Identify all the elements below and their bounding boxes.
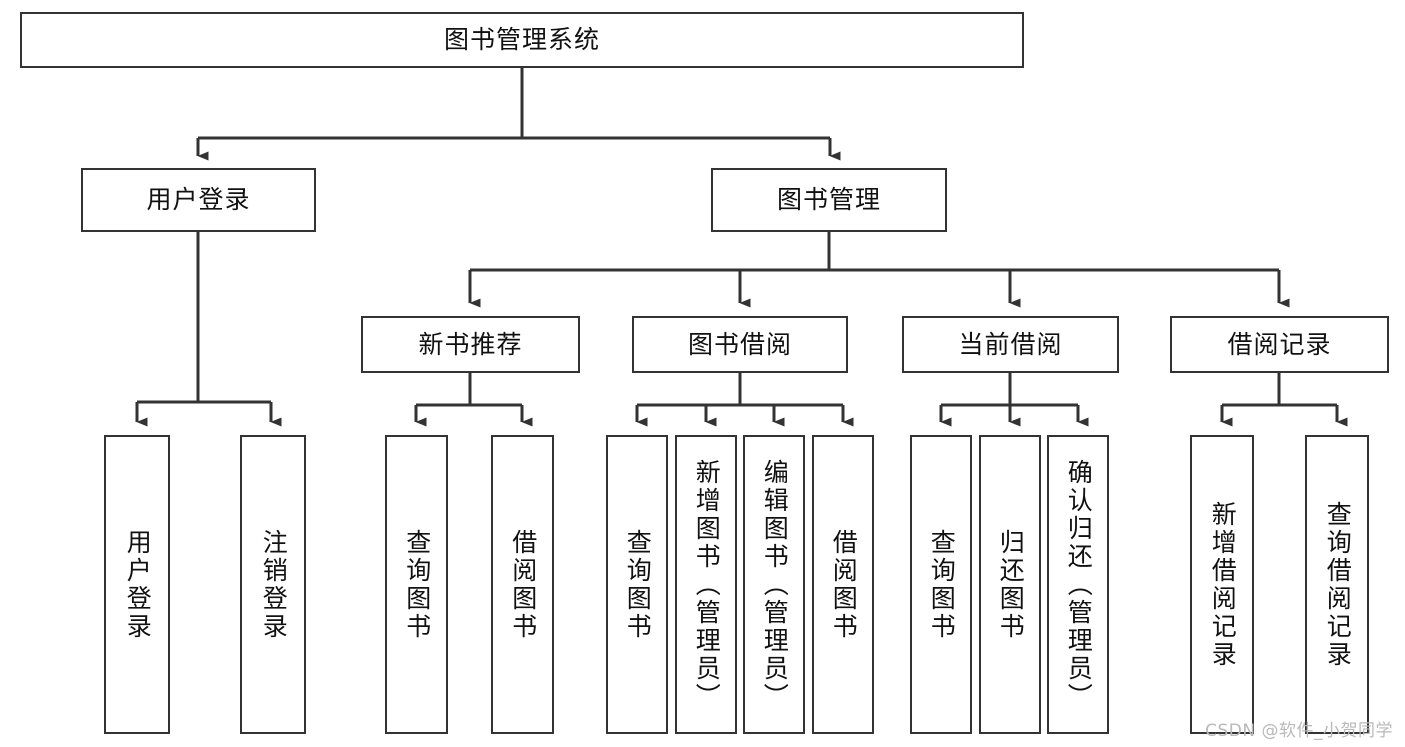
node-user-login-label: 用户登录 <box>146 185 251 215</box>
node-new-book-recommend[interactable]: 新书推荐 <box>361 316 580 373</box>
node-leaf-edit-book-admin[interactable]: 编辑图书（管理员） <box>743 435 805 734</box>
node-leaf-return-book-label: 归还图书 <box>996 528 1026 641</box>
node-borrow-record-label: 借阅记录 <box>1227 329 1332 359</box>
node-leaf-logout-login[interactable]: 注销登录 <box>240 435 306 734</box>
node-leaf-user-login-label: 用户登录 <box>123 528 153 641</box>
node-leaf-return-book[interactable]: 归还图书 <box>979 435 1041 734</box>
node-root-label: 图书管理系统 <box>443 25 600 55</box>
csdn-watermark: CSDN @软件_小贺同学 <box>1205 721 1393 741</box>
node-leaf-query-book-current-label: 查询图书 <box>927 528 957 641</box>
node-leaf-borrow-book-rec-label: 借阅图书 <box>508 528 538 641</box>
node-leaf-query-book-rec[interactable]: 查询图书 <box>385 435 448 734</box>
node-leaf-borrow-book-label: 借阅图书 <box>829 528 859 641</box>
node-leaf-query-book-borrow[interactable]: 查询图书 <box>606 435 668 734</box>
node-leaf-add-borrow-record[interactable]: 新增借阅记录 <box>1190 435 1254 734</box>
node-current-borrow[interactable]: 当前借阅 <box>902 316 1119 373</box>
node-book-manage-label: 图书管理 <box>776 185 881 215</box>
node-root[interactable]: 图书管理系统 <box>20 12 1024 68</box>
node-leaf-confirm-return-admin[interactable]: 确认归还（管理员） <box>1047 435 1109 734</box>
node-leaf-query-book-current[interactable]: 查询图书 <box>910 435 972 734</box>
node-book-borrow-label: 图书借阅 <box>687 329 792 359</box>
node-current-borrow-label: 当前借阅 <box>958 329 1063 359</box>
node-book-manage[interactable]: 图书管理 <box>711 168 947 232</box>
node-user-login[interactable]: 用户登录 <box>81 168 316 232</box>
node-borrow-record[interactable]: 借阅记录 <box>1170 316 1389 373</box>
node-leaf-add-book-admin[interactable]: 新增图书（管理员） <box>675 435 737 734</box>
node-book-borrow[interactable]: 图书借阅 <box>632 316 848 373</box>
node-leaf-add-borrow-record-label: 新增借阅记录 <box>1208 500 1238 669</box>
node-leaf-query-book-borrow-label: 查询图书 <box>623 528 653 641</box>
node-leaf-borrow-book[interactable]: 借阅图书 <box>812 435 874 734</box>
node-new-book-recommend-label: 新书推荐 <box>418 329 523 359</box>
node-leaf-confirm-return-admin-label: 确认归还（管理员） <box>1064 458 1094 711</box>
node-leaf-add-book-admin-label: 新增图书（管理员） <box>692 458 722 711</box>
node-leaf-user-login[interactable]: 用户登录 <box>104 435 170 734</box>
node-leaf-logout-login-label: 注销登录 <box>259 528 289 641</box>
node-leaf-borrow-book-rec[interactable]: 借阅图书 <box>491 435 554 734</box>
node-leaf-query-borrow-record-label: 查询借阅记录 <box>1323 500 1353 669</box>
node-leaf-query-borrow-record[interactable]: 查询借阅记录 <box>1305 435 1369 734</box>
node-leaf-query-book-rec-label: 查询图书 <box>402 528 432 641</box>
node-leaf-edit-book-admin-label: 编辑图书（管理员） <box>760 458 790 711</box>
